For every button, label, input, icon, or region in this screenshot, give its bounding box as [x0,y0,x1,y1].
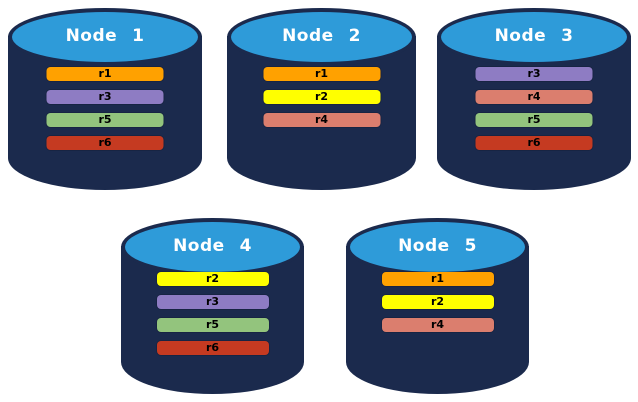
replica-bar: r5 [156,318,269,332]
replica-bar: r2 [263,90,380,104]
node-3-label: Node 3 [494,26,574,46]
replica-bar: r5 [475,113,593,127]
replica-bar: r5 [46,113,164,127]
node-1: Node 1 r1 r3 r5 r6 [8,8,202,190]
replica-bar: r1 [263,67,380,81]
node-5-replica-list: r1 r2 r4 [381,272,494,332]
replica-bar: r3 [46,90,164,104]
node-4-cylinder-top: Node 4 [121,218,304,276]
replica-bar: r2 [381,295,494,309]
node-1-replica-list: r1 r3 r5 r6 [46,67,164,150]
node-2-replica-list: r1 r2 r4 [263,67,380,127]
node-5-label: Node 5 [398,236,477,256]
node-2: Node 2 r1 r2 r4 [227,8,416,190]
node-3-replica-list: r3 r4 r5 r6 [475,67,593,150]
replica-bar: r6 [156,341,269,355]
node-1-cylinder-top: Node 1 [8,8,202,66]
node-4-label: Node 4 [173,236,252,256]
replica-bar: r3 [475,67,593,81]
replica-bar: r2 [156,272,269,286]
node-5: Node 5 r1 r2 r4 [346,218,529,394]
node-4-replica-list: r2 r3 r5 r6 [156,272,269,355]
node-2-cylinder-top: Node 2 [227,8,416,66]
replica-bar: r4 [381,318,494,332]
replica-bar: r4 [475,90,593,104]
replica-bar: r1 [46,67,164,81]
replica-bar: r3 [156,295,269,309]
replica-bar: r6 [475,136,593,150]
node-4: Node 4 r2 r3 r5 r6 [121,218,304,394]
replica-bar: r4 [263,113,380,127]
node-2-label: Node 2 [282,26,361,46]
node-3-cylinder-top: Node 3 [437,8,631,66]
node-5-cylinder-top: Node 5 [346,218,529,276]
node-3: Node 3 r3 r4 r5 r6 [437,8,631,190]
replica-bar: r6 [46,136,164,150]
replica-bar: r1 [381,272,494,286]
node-1-label: Node 1 [65,26,145,46]
